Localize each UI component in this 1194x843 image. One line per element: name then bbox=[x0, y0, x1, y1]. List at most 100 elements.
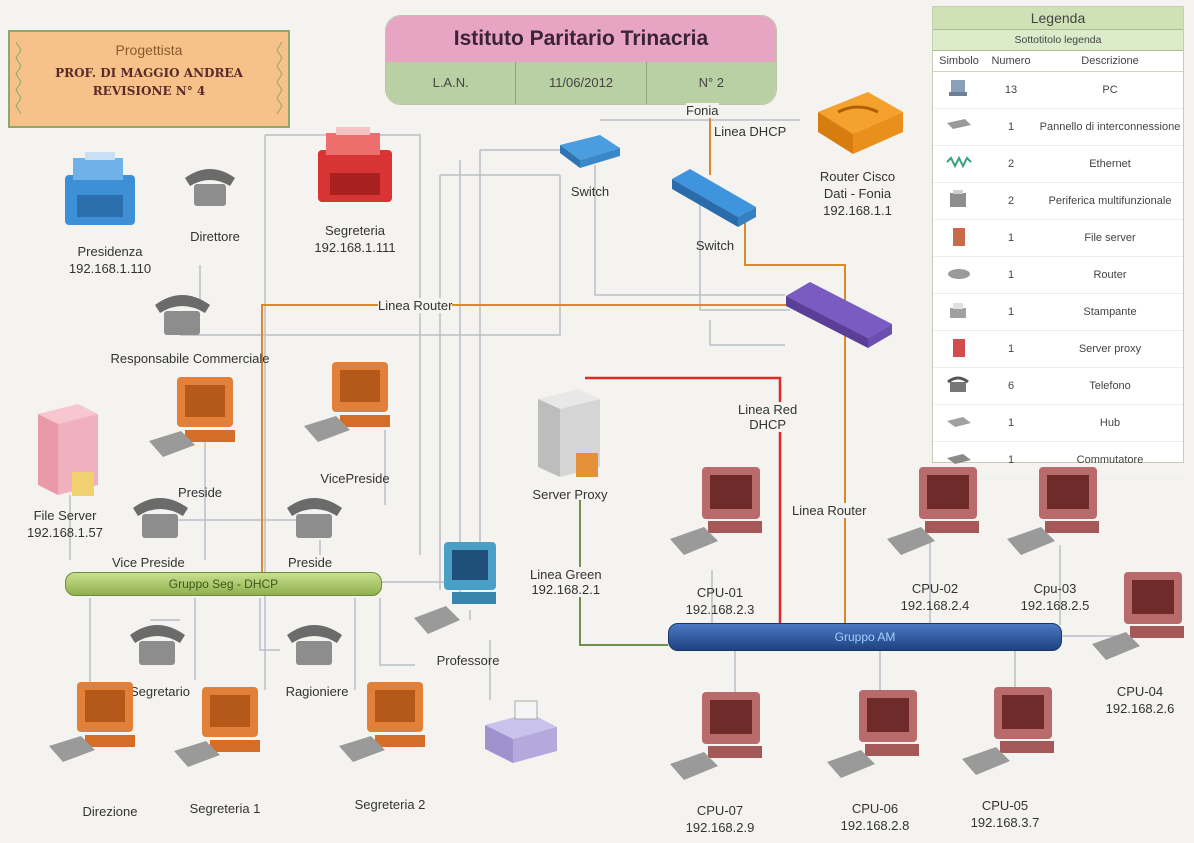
pc-icon bbox=[49, 682, 135, 762]
date: 11/06/2012 bbox=[516, 62, 647, 104]
telephone-icon bbox=[287, 498, 342, 538]
preside-pc-label: Preside bbox=[177, 485, 223, 500]
ragioniere-label: Ragioniere bbox=[285, 684, 349, 699]
legend-symbol bbox=[933, 108, 985, 146]
legend-symbol bbox=[933, 330, 985, 368]
pc-icon bbox=[174, 687, 260, 767]
bus-seg-dhcp: Gruppo Seg - DHCP bbox=[65, 572, 382, 596]
legend-description: PC bbox=[1037, 71, 1183, 109]
linea-router-2-label: Linea Router bbox=[792, 503, 867, 518]
pc-icon bbox=[670, 692, 762, 780]
pc-icon bbox=[149, 377, 235, 457]
legend-number: 1 bbox=[985, 404, 1037, 442]
legend-description: Hub bbox=[1037, 404, 1183, 442]
legend-title: Legenda bbox=[933, 7, 1183, 30]
legend-number: 1 bbox=[985, 330, 1037, 368]
designer-revision: REVISIONE N° 4 bbox=[92, 84, 206, 98]
proxy-server-icon bbox=[953, 338, 965, 357]
fonia-label: Fonia bbox=[686, 103, 719, 118]
telephone-icon bbox=[185, 169, 235, 206]
telephone-icon bbox=[287, 625, 342, 665]
network-type: L.A.N. bbox=[386, 62, 517, 104]
legend-number: 1 bbox=[985, 108, 1037, 146]
hub-icon bbox=[786, 282, 892, 348]
printer-icon bbox=[950, 302, 966, 318]
pc-icon bbox=[339, 682, 425, 762]
pc-icon bbox=[304, 362, 390, 442]
pc-icon bbox=[1092, 572, 1184, 660]
legend-description: Ethernet bbox=[1037, 145, 1183, 183]
legend-number: 1 bbox=[985, 441, 1037, 479]
wire bbox=[259, 598, 280, 651]
legend-col-description: Descrizione bbox=[1037, 51, 1183, 72]
pc-icon bbox=[949, 79, 967, 96]
zigzag-left-icon bbox=[15, 42, 22, 115]
legend-description: Telefono bbox=[1037, 367, 1183, 405]
switch2-label: Switch bbox=[695, 238, 735, 253]
title-block: Istituto Paritario Trinacria L.A.N. 11/0… bbox=[385, 15, 777, 105]
pc-icon bbox=[887, 467, 979, 555]
legend-number: 1 bbox=[985, 219, 1037, 257]
legend-col-number: Numero bbox=[985, 51, 1037, 72]
segreteria2-label: Segreteria 2 bbox=[354, 797, 426, 812]
telephone-icon bbox=[947, 376, 969, 392]
router-icon bbox=[948, 268, 970, 279]
switch-icon bbox=[672, 169, 756, 227]
legend-number: 1 bbox=[985, 256, 1037, 294]
legend-number: 2 bbox=[985, 182, 1037, 220]
legend-description: Commutatore bbox=[1037, 441, 1183, 479]
wire bbox=[709, 320, 785, 346]
pc-icon bbox=[414, 542, 496, 634]
legend-description: Router bbox=[1037, 256, 1183, 294]
linea-dhcp-label: Linea DHCP bbox=[714, 124, 787, 139]
legend: Legenda Sottotitolo legenda Simbolo Nume… bbox=[932, 6, 1184, 479]
professore-label: Professore bbox=[436, 653, 500, 668]
legend-symbol bbox=[933, 145, 985, 183]
proxy-server-icon bbox=[538, 389, 600, 477]
telephone-icon bbox=[155, 295, 210, 335]
zigzag-right-icon bbox=[276, 42, 283, 115]
legend-symbol bbox=[933, 182, 985, 220]
router-icon bbox=[818, 92, 903, 154]
legend-description: Server proxy bbox=[1037, 330, 1183, 368]
legend-col-symbol: Simbolo bbox=[933, 51, 985, 72]
legend-number: 6 bbox=[985, 367, 1037, 405]
legend-symbol bbox=[933, 293, 985, 331]
preside-tel-label: Preside bbox=[288, 555, 333, 570]
multifunction-icon bbox=[65, 152, 135, 225]
legend-symbol bbox=[933, 367, 985, 405]
legend-symbol bbox=[933, 256, 985, 294]
direttore-label: Direttore bbox=[190, 229, 240, 244]
segretario-label: Segretario bbox=[130, 684, 190, 699]
hub-icon bbox=[947, 416, 971, 427]
pc-icon bbox=[962, 687, 1054, 775]
pc-icon bbox=[1007, 467, 1099, 555]
switch-icon bbox=[947, 453, 971, 464]
pc-icon bbox=[827, 690, 919, 778]
segreteria1-label: Segreteria 1 bbox=[189, 801, 261, 816]
wire bbox=[265, 134, 421, 555]
legend-description: Periferica multifunzionale bbox=[1037, 182, 1183, 220]
router-line bbox=[744, 205, 846, 630]
legend-description: Pannello di interconnessione bbox=[1037, 108, 1183, 146]
legend-number: 13 bbox=[985, 71, 1037, 109]
patch-panel-icon bbox=[947, 118, 971, 129]
designer-box: Progettista PROF. DI MAGGIO ANDREA REVIS… bbox=[8, 30, 290, 128]
printer-icon bbox=[485, 700, 557, 763]
